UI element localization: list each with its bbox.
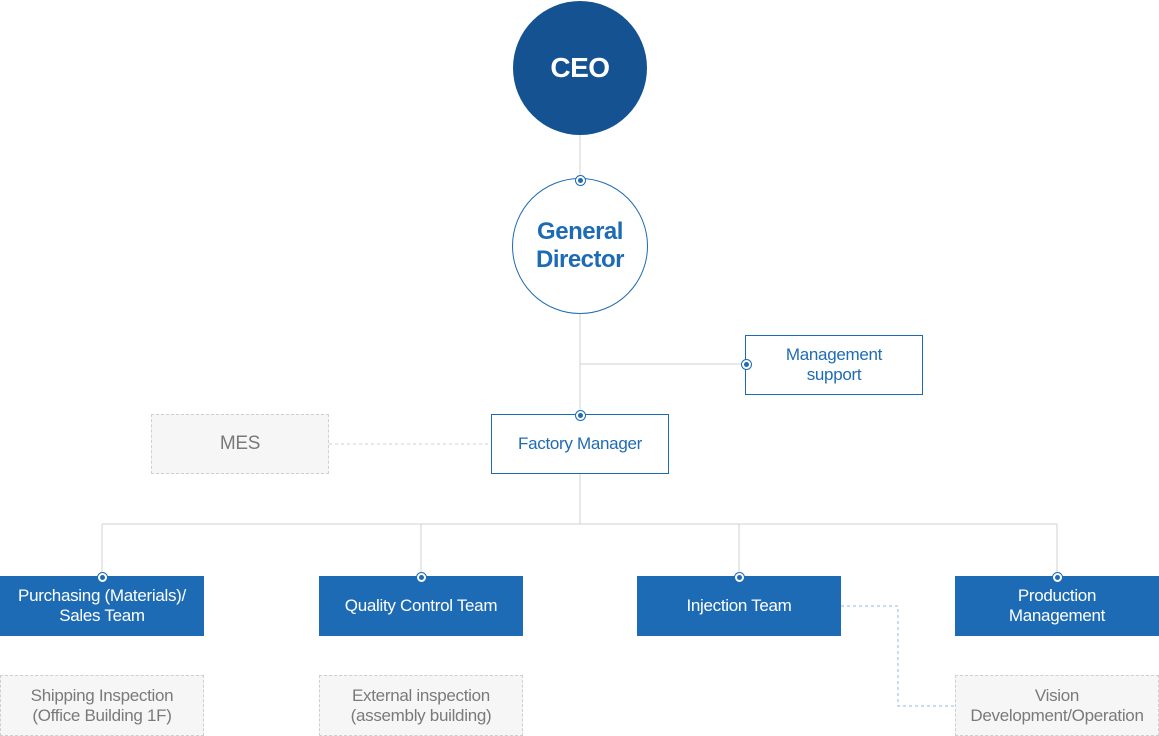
- vision-development-label-line1: Vision: [1034, 685, 1080, 705]
- shipping-inspection-label-line1: Shipping Inspection: [30, 685, 174, 705]
- production-management-node: Production Management: [955, 576, 1159, 636]
- connector-dot-factory-manager: [574, 409, 586, 421]
- connector-dot-general-director: [574, 174, 586, 186]
- mes-label: MES: [219, 433, 261, 454]
- production-management-label-line1: Production: [1017, 586, 1097, 605]
- production-management-label-line2: Management: [1008, 606, 1106, 625]
- shipping-inspection-node: Shipping Inspection (Office Building 1F): [0, 675, 204, 736]
- factory-manager-node: Factory Manager: [491, 414, 669, 474]
- injection-team-label: Injection Team: [686, 596, 792, 615]
- connector-injection-vision: [841, 605, 955, 707]
- shipping-inspection-label-line2: (Office Building 1F): [32, 705, 172, 725]
- connector-dot-team-4: [1051, 571, 1063, 583]
- ceo-label: CEO: [550, 52, 610, 83]
- external-inspection-label-line2: (assembly building): [350, 705, 492, 725]
- management-support-node: Management support: [745, 335, 923, 395]
- vision-development-node: Vision Development/Operation: [955, 675, 1159, 736]
- purchasing-sales-team-label-line2: Sales Team: [59, 606, 145, 625]
- connector-dot-team-1: [96, 571, 108, 583]
- management-support-label-line2: support: [806, 365, 862, 384]
- general-director-label-line1: General: [537, 218, 623, 245]
- connector-dot-team-2: [415, 571, 427, 583]
- ceo-node: CEO: [513, 1, 647, 135]
- general-director-label-line2: Director: [535, 246, 625, 273]
- general-director-node: General Director: [512, 178, 648, 314]
- external-inspection-label-line1: External inspection: [352, 685, 490, 705]
- connector-dot-management-support: [740, 358, 752, 370]
- mes-node: MES: [151, 414, 329, 474]
- quality-control-team-label: Quality Control Team: [344, 596, 498, 615]
- connector-dot-team-3: [733, 571, 745, 583]
- purchasing-sales-team-node: Purchasing (Materials)/ Sales Team: [0, 576, 204, 636]
- factory-manager-label: Factory Manager: [518, 434, 642, 453]
- vision-development-label-line2: Development/Operation: [970, 705, 1144, 725]
- management-support-label-line1: Management: [785, 345, 883, 364]
- injection-team-node: Injection Team: [637, 576, 841, 636]
- external-inspection-node: External inspection (assembly building): [319, 675, 523, 736]
- purchasing-sales-team-label-line1: Purchasing (Materials)/: [18, 586, 186, 605]
- quality-control-team-node: Quality Control Team: [319, 576, 523, 636]
